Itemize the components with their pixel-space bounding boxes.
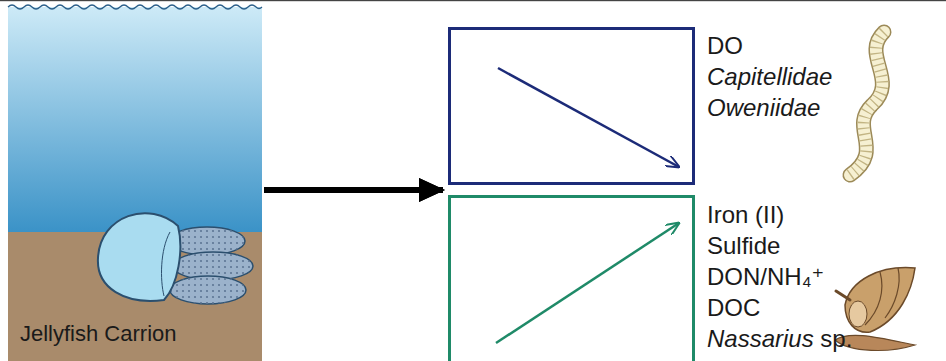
water-column <box>8 7 262 233</box>
oral-arm-texture <box>170 276 246 304</box>
scene-panel: Jellyfish Carrion <box>8 4 262 361</box>
node-text: DON/NH₄⁺ <box>707 261 852 292</box>
process-arrow <box>264 187 443 193</box>
node-text: Jellyfish Carrion <box>20 320 177 348</box>
node-text: Capitellidae <box>707 61 832 92</box>
bell-margin <box>162 232 170 296</box>
text-list: DOCapitellidaeOweniidae <box>707 30 832 123</box>
node-text: Iron (II) <box>707 199 852 230</box>
polychaete-worm <box>850 32 884 175</box>
increase-box: Iron (II)SulfideDON/NH₄⁺DOCNassarius sp. <box>448 195 695 361</box>
decrease-box: DOCapitellidaeOweniidae <box>448 27 695 185</box>
increase-arrow <box>496 223 679 343</box>
decrease-arrow <box>498 68 679 167</box>
oral-arm <box>170 276 246 304</box>
jellyfish-bell <box>98 213 180 301</box>
process-arrow <box>264 187 443 193</box>
jellyfish <box>98 213 253 304</box>
text-list: Iron (II)SulfideDON/NH₄⁺DOCNassarius sp. <box>707 199 852 354</box>
node-text: Oweniidae <box>707 92 832 123</box>
node-text: Nassarius sp. <box>707 323 852 354</box>
top-rule <box>0 0 946 1</box>
text-list: Jellyfish Carrion <box>20 320 177 348</box>
water-surface <box>8 5 262 9</box>
node-text: DO <box>707 30 832 61</box>
node-text: Sulfide <box>707 230 852 261</box>
node-text: DOC <box>707 292 852 323</box>
